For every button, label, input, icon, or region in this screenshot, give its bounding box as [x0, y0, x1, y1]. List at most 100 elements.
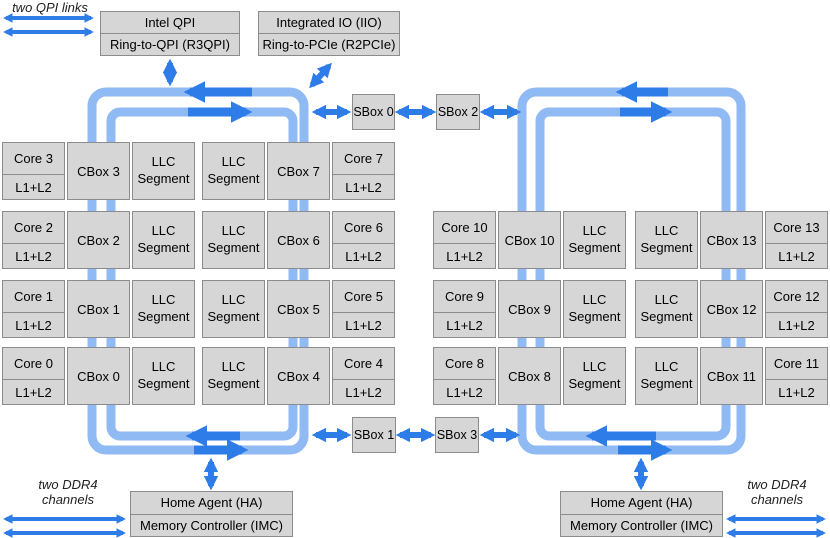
llc-label-line1: LLC — [582, 292, 607, 308]
llc-label-line2: Segment — [568, 376, 621, 391]
qpi-link-arrows — [3, 13, 94, 37]
core-tile-group: LLC Segment CBox 11 Core 11 L1+L2 — [635, 347, 828, 405]
llc-segment-tile: LLC Segment — [132, 347, 195, 405]
llc-segment-tile: LLC Segment — [202, 347, 265, 405]
core-tile: Core 9 L1+L2 — [433, 280, 496, 338]
core-tile: Core 12 L1+L2 — [765, 280, 828, 338]
llc-label-line2: Segment — [137, 171, 190, 186]
core-label: Core 7 — [333, 143, 394, 176]
llc-segment-tile: LLC Segment — [635, 280, 698, 338]
sbox-2: SBox 2 — [436, 94, 480, 130]
llc-segment-tile: LLC Segment — [202, 211, 265, 269]
ring-direction-arrows — [183, 81, 673, 461]
core-tile-group: LLC Segment CBox 6 Core 6 L1+L2 — [202, 211, 395, 269]
l1l2-label: L1+L2 — [446, 317, 483, 333]
llc-label-line2: Segment — [568, 240, 621, 255]
llc-label-line2: Segment — [640, 376, 693, 391]
l1l2-label: L1+L2 — [778, 248, 815, 264]
llc-segment-tile: LLC Segment — [635, 347, 698, 405]
core-tile-group: Core 2 L1+L2 CBox 2 LLC Segment — [2, 211, 195, 269]
ddr4-label-line2: channels — [750, 492, 804, 507]
llc-label-line1: LLC — [221, 154, 246, 170]
cbox-tile: CBox 4 — [267, 347, 330, 405]
core-label: Core 11 — [766, 348, 827, 381]
core-label: Core 6 — [333, 212, 394, 245]
sbox-3: SBox 3 — [435, 417, 479, 453]
core-label: Core 0 — [3, 348, 64, 381]
core-tile-group: LLC Segment CBox 13 Core 13 L1+L2 — [635, 211, 828, 269]
home-agent-box-left: Home Agent (HA) Memory Controller (IMC) — [130, 491, 293, 537]
llc-segment-tile: LLC Segment — [202, 142, 265, 200]
llc-segment-tile: LLC Segment — [563, 280, 626, 338]
core-tile-group: Core 1 L1+L2 CBox 1 LLC Segment — [2, 280, 195, 338]
cbox-tile: CBox 0 — [67, 347, 130, 405]
llc-label-line1: LLC — [654, 292, 679, 308]
core-tile: Core 10 L1+L2 — [433, 211, 496, 269]
core-tile: Core 6 L1+L2 — [332, 211, 395, 269]
l1l2-label: L1+L2 — [446, 248, 483, 264]
cbox-tile: CBox 9 — [498, 280, 561, 338]
llc-label-line1: LLC — [221, 223, 246, 239]
llc-label-line2: Segment — [207, 376, 260, 391]
llc-segment-tile: LLC Segment — [132, 142, 195, 200]
cbox-tile: CBox 13 — [700, 211, 763, 269]
llc-label-line2: Segment — [207, 240, 260, 255]
home-agent-box-right: Home Agent (HA) Memory Controller (IMC) — [560, 491, 723, 537]
core-label: Core 13 — [766, 212, 827, 245]
llc-label-line2: Segment — [137, 309, 190, 324]
core-label: Core 1 — [3, 281, 64, 314]
r3qpi-label: Ring-to-QPI (R3QPI) — [101, 33, 239, 55]
ddr4-right-arrows — [726, 514, 826, 538]
core-label: Core 4 — [333, 348, 394, 381]
integrated-io-box: Integrated IO (IIO) Ring-to-PCIe (R2PCIe… — [258, 11, 400, 56]
memory-controller-label: Memory Controller (IMC) — [131, 513, 292, 537]
core-tile: Core 13 L1+L2 — [765, 211, 828, 269]
ddr4-channels-label-right: two DDR4 channels — [727, 477, 827, 507]
llc-label-line1: LLC — [654, 359, 679, 375]
ddr4-label-line1: two DDR4 — [747, 477, 807, 492]
llc-label-line1: LLC — [654, 223, 679, 239]
llc-segment-tile: LLC Segment — [635, 211, 698, 269]
core-tile-group: LLC Segment CBox 4 Core 4 L1+L2 — [202, 347, 395, 405]
llc-label-line2: Segment — [207, 309, 260, 324]
cbox-tile: CBox 11 — [700, 347, 763, 405]
l1l2-label: L1+L2 — [15, 179, 52, 195]
cbox-tile: CBox 7 — [267, 142, 330, 200]
sbox-1: SBox 1 — [352, 417, 396, 453]
core-tile-group: Core 0 L1+L2 CBox 0 LLC Segment — [2, 347, 195, 405]
llc-label-line2: Segment — [137, 240, 190, 255]
sbox-0: SBox 0 — [352, 94, 395, 130]
core-tile-group: LLC Segment CBox 5 Core 5 L1+L2 — [202, 280, 395, 338]
cbox-tile: CBox 2 — [67, 211, 130, 269]
ddr4-channels-label-left: two DDR4 channels — [18, 477, 118, 507]
core-label: Core 9 — [434, 281, 495, 314]
llc-segment-tile: LLC Segment — [132, 280, 195, 338]
r2pcie-label: Ring-to-PCIe (R2PCIe) — [259, 33, 399, 55]
core-tile-group: LLC Segment CBox 7 Core 7 L1+L2 — [202, 142, 395, 200]
llc-label-line1: LLC — [151, 292, 176, 308]
iio-label: Integrated IO (IIO) — [276, 15, 382, 30]
core-tile-group: LLC Segment CBox 12 Core 12 L1+L2 — [635, 280, 828, 338]
l1l2-label: L1+L2 — [345, 179, 382, 195]
core-label: Core 2 — [3, 212, 64, 245]
core-tile: Core 7 L1+L2 — [332, 142, 395, 200]
l1l2-label: L1+L2 — [15, 317, 52, 333]
llc-label-line2: Segment — [137, 376, 190, 391]
llc-label-line1: LLC — [582, 359, 607, 375]
cbox-tile: CBox 3 — [67, 142, 130, 200]
intel-qpi-label: Intel QPI — [144, 15, 196, 30]
core-tile-group: Core 9 L1+L2 CBox 9 LLC Segment — [433, 280, 626, 338]
llc-label-line1: LLC — [221, 292, 246, 308]
cbox-tile: CBox 10 — [498, 211, 561, 269]
llc-label-line1: LLC — [582, 223, 607, 239]
qpi-links-label: two QPI links — [12, 0, 88, 15]
core-tile-group: Core 3 L1+L2 CBox 3 LLC Segment — [2, 142, 195, 200]
core-tile: Core 4 L1+L2 — [332, 347, 395, 405]
cbox-tile: CBox 1 — [67, 280, 130, 338]
cbox-tile: CBox 6 — [267, 211, 330, 269]
core-label: Core 12 — [766, 281, 827, 314]
l1l2-label: L1+L2 — [15, 384, 52, 400]
cbox-tile: CBox 8 — [498, 347, 561, 405]
core-tile: Core 5 L1+L2 — [332, 280, 395, 338]
